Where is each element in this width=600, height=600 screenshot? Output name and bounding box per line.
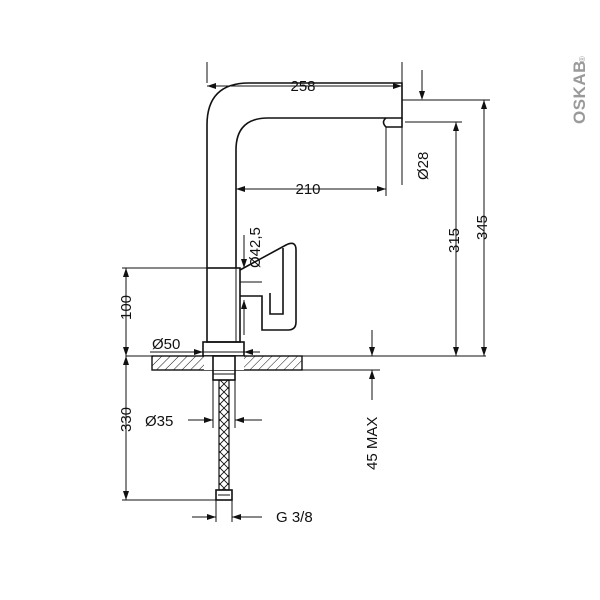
dimension-345: 345 (474, 100, 491, 356)
dim-210-label: 210 (295, 181, 320, 198)
dim-d28-label: Ø28 (415, 152, 432, 180)
dim-100-label: 100 (118, 295, 135, 320)
dimension-45max: 45 MAX (364, 330, 381, 470)
dim-d35-label: Ø35 (145, 413, 173, 430)
dimension-330: 330 (118, 356, 216, 501)
dimension-100: 100 (118, 267, 207, 356)
dim-g38-label: G 3/8 (276, 509, 313, 526)
logo-text: OSKAB (570, 60, 589, 124)
shank-and-hose (212, 355, 236, 501)
oskab-logo: OSKAB ® (570, 56, 589, 124)
dim-258-label: 258 (290, 78, 315, 95)
dim-345-label: 345 (474, 215, 491, 240)
top-reference (402, 70, 490, 123)
tap-outline (202, 82, 403, 357)
deck-section (126, 355, 486, 371)
dimension-210: 210 (236, 181, 386, 198)
dim-330-label: 330 (118, 407, 135, 432)
dimension-g38: G 3/8 (192, 500, 313, 526)
dimension-315: 315 (446, 122, 463, 356)
dimension-d50: Ø50 (150, 336, 260, 355)
dimension-d42: Ø42,5 (241, 227, 264, 335)
dim-d50-label: Ø50 (152, 336, 180, 353)
dimension-258: 258 (206, 62, 403, 95)
dim-45max-label: 45 MAX (364, 417, 381, 470)
dimension-d28: Ø28 (385, 127, 432, 196)
dim-315-label: 315 (446, 228, 463, 253)
logo-registered-mark: ® (578, 56, 587, 62)
dimension-d35: Ø35 (145, 380, 262, 430)
dim-d42-label: Ø42,5 (247, 227, 264, 268)
